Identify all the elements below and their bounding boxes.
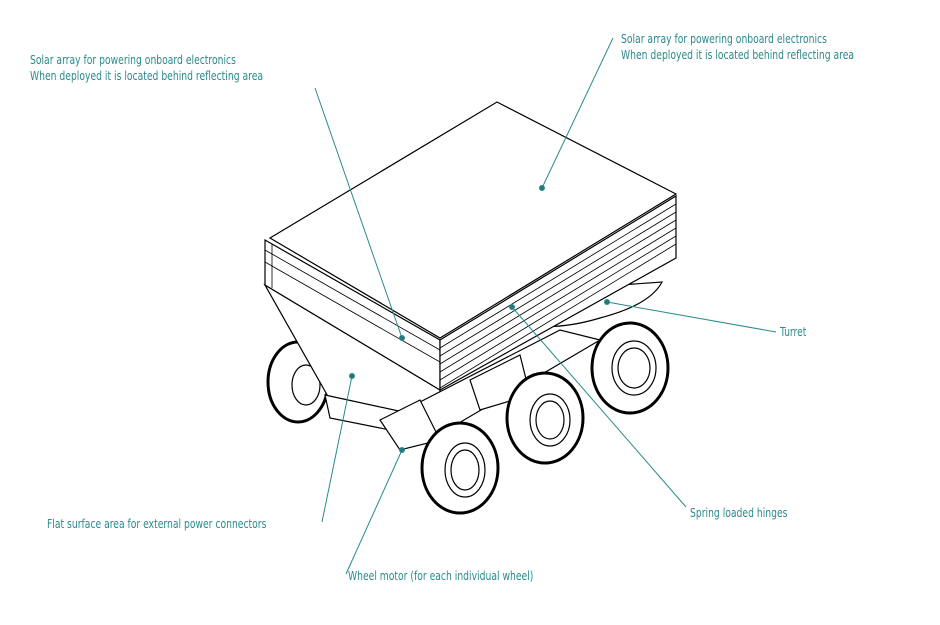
- wheel-middle: [505, 371, 585, 465]
- label-line: Solar array for powering onboard electro…: [621, 31, 827, 46]
- label-wheel-motor: Wheel motor (for each individual wheel): [348, 568, 534, 583]
- wheel-rear-right: [590, 321, 670, 415]
- label-flat-surface: Flat surface area for external power con…: [47, 516, 267, 531]
- wheel-front: [420, 421, 500, 515]
- rover-body: [263, 101, 678, 515]
- label-line: When deployed it is located behind refle…: [30, 68, 264, 83]
- leader-lines: [314, 37, 777, 575]
- leader-wheel-motor: [345, 449, 403, 575]
- leader-flat-surface: [321, 375, 353, 523]
- label-turret: Turret: [780, 324, 807, 339]
- leader-solar-right: [541, 37, 614, 189]
- box-top: [268, 101, 678, 339]
- label-line: Solar array for powering onboard electro…: [30, 52, 236, 67]
- label-spring-loaded-hinges: Spring loaded hinges: [690, 505, 788, 520]
- box-right-face: [439, 194, 677, 392]
- label-solar-array-right: Solar array for powering onboard electro…: [621, 31, 854, 63]
- label-line: When deployed it is located behind refle…: [621, 47, 855, 62]
- label-solar-array-left: Solar array for powering onboard electro…: [30, 52, 263, 84]
- leader-solar-left: [314, 87, 403, 339]
- leader-turret: [606, 301, 777, 333]
- leader-hinges: [511, 306, 687, 508]
